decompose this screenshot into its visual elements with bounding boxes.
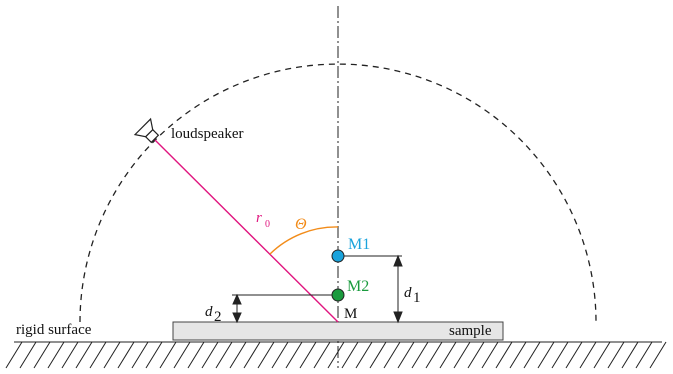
hatch-line (537, 341, 555, 369)
m-label: M (344, 306, 357, 322)
hatch-line (509, 341, 527, 369)
hatch-line (593, 341, 611, 369)
hatch-line (495, 341, 513, 369)
hatch-line (621, 341, 639, 369)
hatch-line (5, 341, 23, 369)
hatch-line (103, 341, 121, 369)
hatch-line (635, 341, 653, 369)
hatch-line (453, 341, 471, 369)
hatch-line (257, 341, 275, 369)
rigid-surface-label: rigid surface (16, 322, 92, 338)
hatch-line (75, 341, 93, 369)
d1-dimension (340, 254, 403, 324)
hatch-line (285, 341, 303, 369)
radius-label: r (256, 210, 262, 226)
hatch-line (565, 341, 583, 369)
loudspeaker-icon (133, 117, 160, 144)
hatch-line (649, 341, 667, 369)
hatch-line (299, 341, 317, 369)
hatch-line (579, 341, 597, 369)
measurement-hemisphere (79, 63, 597, 323)
microphone-m2 (331, 288, 345, 302)
radius-line (154, 139, 339, 323)
ground-hatching (5, 341, 667, 369)
hatch-line (89, 341, 107, 369)
hatch-line (551, 341, 569, 369)
angle-arc (269, 226, 339, 255)
hatch-line (481, 341, 499, 369)
hatch-line (33, 341, 51, 369)
m2-label: M2 (347, 278, 369, 295)
d2-label: d (205, 304, 213, 320)
hatch-line (439, 341, 457, 369)
hatch-line (47, 341, 65, 369)
hatch-lines (5, 341, 667, 369)
hatch-line (215, 341, 233, 369)
radius-subscript: 0 (265, 219, 270, 230)
d2-subscript: 2 (214, 309, 222, 325)
hatch-line (243, 341, 261, 369)
hatch-line (523, 341, 541, 369)
hatch-line (383, 341, 401, 369)
hatch-line (411, 341, 429, 369)
hatch-line (19, 341, 37, 369)
hatch-line (117, 341, 135, 369)
m1-label: M1 (348, 236, 370, 253)
sample-label: sample (449, 323, 492, 339)
loudspeaker-label: loudspeaker (171, 126, 243, 142)
hatch-line (229, 341, 247, 369)
hatch-line (271, 341, 289, 369)
d1-subscript: 1 (413, 290, 421, 306)
angle-label: Θ (295, 216, 307, 233)
hatch-line (467, 341, 485, 369)
hatch-line (173, 341, 191, 369)
hatch-line (425, 341, 443, 369)
microphone-m1 (331, 249, 345, 263)
hatch-line (159, 341, 177, 369)
hatch-line (369, 341, 387, 369)
d1-label: d (404, 285, 412, 301)
hatch-line (145, 341, 163, 369)
hatch-line (187, 341, 205, 369)
hatch-line (327, 341, 345, 369)
hatch-line (397, 341, 415, 369)
hatch-line (61, 341, 79, 369)
hatch-line (341, 341, 359, 369)
d2-dimension (232, 293, 334, 324)
hatch-line (313, 341, 331, 369)
hatch-line (607, 341, 625, 369)
hatch-line (355, 341, 373, 369)
hatch-line (201, 341, 219, 369)
hatch-line (131, 341, 149, 369)
